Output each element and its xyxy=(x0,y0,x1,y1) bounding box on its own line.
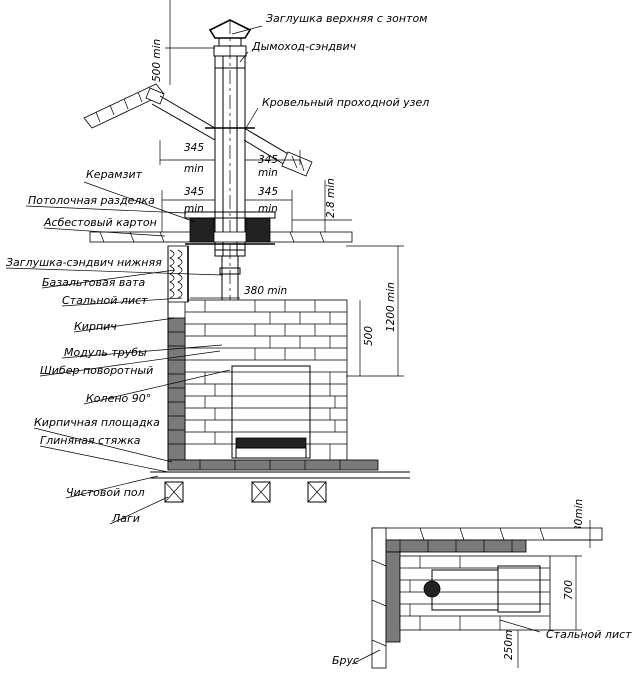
dim-345-ceil-right: 345 xyxy=(258,186,278,198)
dim-345-ceil-left-min: min xyxy=(184,203,204,215)
elevation-dimensions xyxy=(159,0,404,377)
label-clay-screed: Глиняная стяжка xyxy=(40,434,141,447)
label-pipe-module: Модуль трубы xyxy=(64,346,147,359)
label-finish-floor: Чистовой пол xyxy=(66,486,145,499)
label-ceiling-cut: Потолочная разделка xyxy=(28,194,155,207)
label-top-cap: Заглушка верхняя с зонтом xyxy=(266,12,427,25)
label-joists: Лаги xyxy=(111,512,140,525)
label-expanded-clay: Керамзит xyxy=(86,168,143,181)
label-steel-sheet: Стальной лист xyxy=(62,294,148,307)
dim-345-roof-right-min: min xyxy=(258,167,278,179)
dim-2-8: 2.8 min xyxy=(325,178,337,218)
labels: Заглушка верхняя с зонтом Дымоход-сэндви… xyxy=(6,12,632,667)
label-brick-platform: Кирпичная площадка xyxy=(34,416,160,429)
leader-lines xyxy=(5,25,263,525)
plan-view xyxy=(351,520,603,669)
roof xyxy=(83,83,313,177)
dim-700: 700 xyxy=(563,580,575,600)
dim-345-roof-left: 345 xyxy=(184,142,204,154)
label-beam: Брус xyxy=(332,654,359,667)
label-damper: Шибер поворотный xyxy=(40,364,153,377)
label-chimney: Дымоход-сэндвич xyxy=(251,40,357,53)
stove-body xyxy=(167,299,348,461)
label-roof-unit: Кровельный проходной узел xyxy=(262,96,429,109)
dim-345-ceil-right-min: min xyxy=(258,203,278,215)
dim-345-ceil-left: 345 xyxy=(184,186,204,198)
label-bottom-cap: Заглушка-сэндвич нижняя xyxy=(6,256,162,269)
dim-500-top: 500 min xyxy=(151,39,163,82)
label-asbestos: Асбестовый картон xyxy=(43,216,157,229)
dim-1200: 1200 min xyxy=(385,282,397,332)
dim-380: 380 min xyxy=(244,285,287,297)
dim-500-side: 500 xyxy=(363,326,375,346)
label-steel-sheet-plan: Стальной лист xyxy=(546,628,632,641)
label-brick: Кирпич xyxy=(74,320,117,333)
label-elbow: Колено 90° xyxy=(86,392,151,405)
dim-345-roof-left-min: min xyxy=(184,163,204,175)
dim-345-roof-right: 345 xyxy=(258,154,278,166)
dim-30: 30min xyxy=(573,499,585,532)
floor xyxy=(150,459,410,503)
brick-courses xyxy=(185,300,347,460)
label-basalt: Базальтовая вата xyxy=(42,276,145,289)
